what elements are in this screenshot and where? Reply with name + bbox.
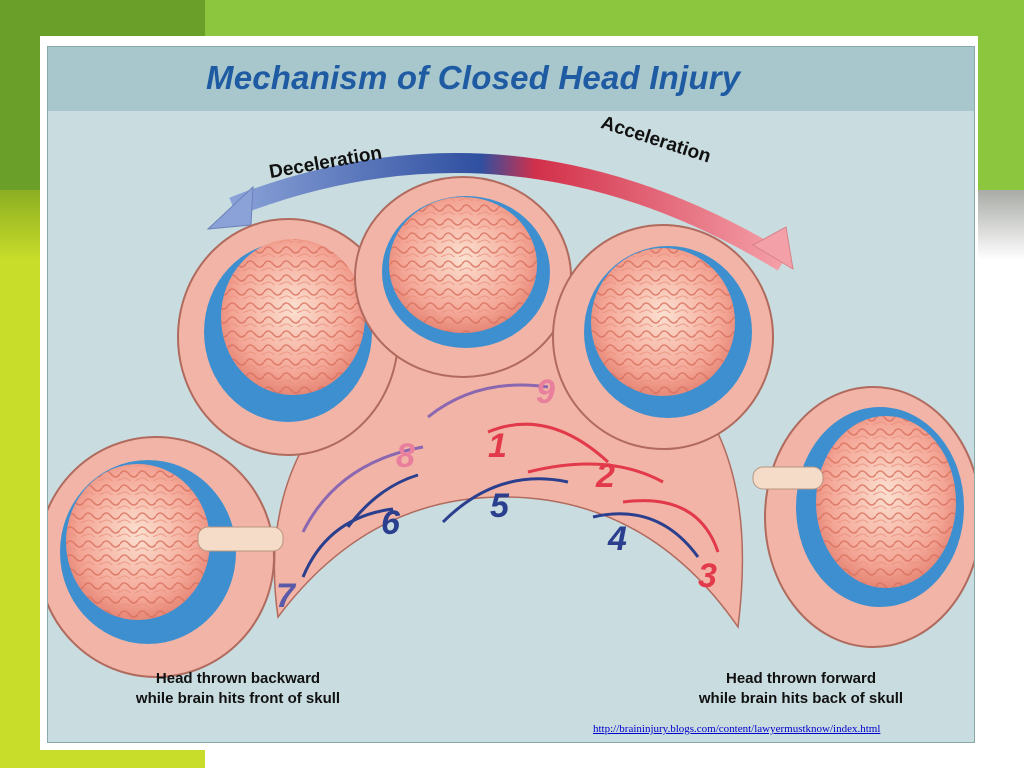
head-tilted-forward — [752, 386, 974, 648]
caption-backward: Head thrown backward while brain hits fr… — [108, 669, 368, 709]
caption-forward: Head thrown forward while brain hits bac… — [666, 669, 936, 709]
sequence-number-6: 6 — [381, 504, 401, 542]
sequence-number-1: 1 — [488, 427, 507, 465]
caption-backward-line2: while brain hits front of skull — [135, 690, 341, 707]
source-link[interactable]: http://braininjury.blogs.com/content/law… — [593, 723, 881, 735]
sequence-number-7: 7 — [276, 577, 297, 615]
diagram-artwork: Deceleration Acceleration — [48, 112, 974, 678]
decorative-left-band — [0, 190, 40, 768]
sequence-number-2: 2 — [595, 457, 615, 495]
head-mid-left — [177, 218, 399, 456]
head-mid-right — [552, 224, 774, 450]
sequence-number-9: 9 — [536, 373, 555, 411]
acceleration-label: Acceleration — [598, 112, 713, 167]
sequence-number-8: 8 — [396, 437, 415, 475]
illustration-title: Mechanism of Closed Head Injury — [206, 59, 741, 96]
title-bar — [48, 47, 974, 111]
caption-forward-line2: while brain hits back of skull — [698, 690, 904, 707]
caption-backward-line1: Head thrown backward — [155, 670, 321, 687]
decorative-right-shade — [978, 190, 1024, 260]
sequence-number-3: 3 — [698, 557, 717, 595]
sequence-arrows — [301, 383, 720, 578]
motion-arc-arrow — [206, 153, 794, 271]
caption-forward-line1: Head thrown forward — [725, 670, 876, 687]
sequence-number-5: 5 — [490, 487, 510, 525]
decorative-bottom-band — [40, 748, 205, 768]
decorative-left-shade — [0, 190, 40, 260]
head-tilted-back — [48, 436, 284, 678]
head-injury-illustration: Mechanism of Closed Head Injury — [47, 46, 975, 743]
decorative-right-band — [978, 36, 1024, 190]
head-upright — [354, 176, 572, 378]
sequence-number-4: 4 — [607, 520, 627, 558]
